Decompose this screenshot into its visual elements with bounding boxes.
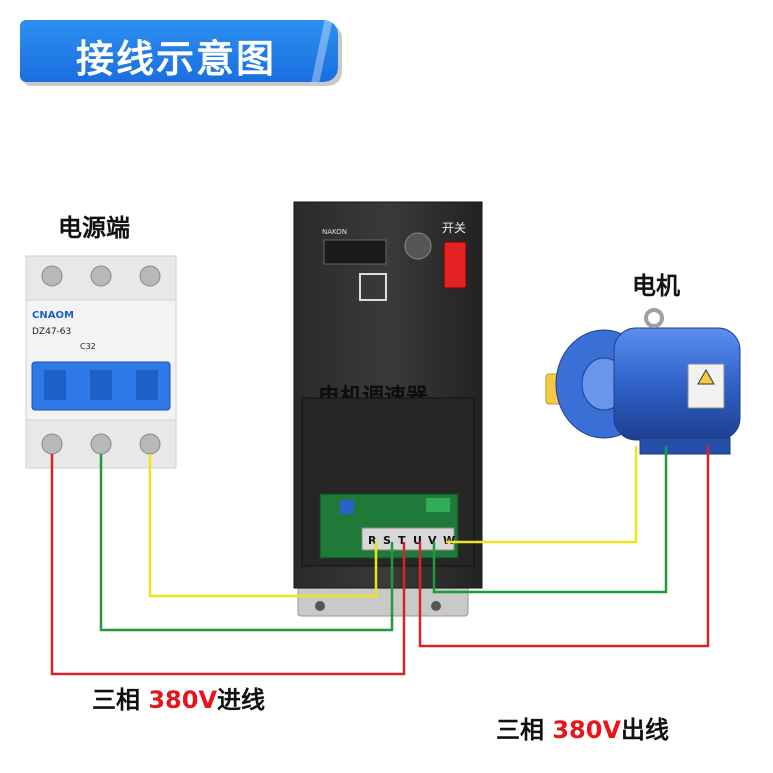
breaker-rating: C32 bbox=[80, 342, 96, 351]
terminal-t: T bbox=[398, 534, 406, 547]
input-caption: 三相 380V进线 bbox=[92, 680, 265, 715]
breaker-model: DZ47-63 bbox=[32, 327, 71, 337]
bracket-hole-left bbox=[315, 601, 325, 611]
circuit-breaker: CNAOM DZ47-63 C32 bbox=[25, 255, 177, 469]
speed-knob bbox=[404, 232, 432, 260]
breaker-bottom-screw-1 bbox=[41, 433, 63, 455]
electric-motor bbox=[545, 308, 741, 455]
power-switch bbox=[443, 241, 467, 289]
bracket-hole-right bbox=[431, 601, 441, 611]
power-source-label: 电源端 bbox=[58, 214, 130, 242]
input-caption-prefix: 三相 bbox=[92, 686, 149, 714]
motor-lifting-eye bbox=[644, 308, 664, 328]
digital-display bbox=[323, 239, 387, 265]
warning-icon bbox=[697, 368, 715, 385]
terminal-strip bbox=[361, 527, 455, 551]
output-wires bbox=[418, 446, 710, 648]
breaker-top-screw-1 bbox=[41, 265, 63, 287]
input-wires bbox=[50, 454, 406, 676]
breaker-handle-3 bbox=[136, 370, 158, 400]
output-caption: 三相 380V出线 bbox=[496, 710, 669, 745]
breaker-handle-1 bbox=[44, 370, 66, 400]
switch-label: 开关 bbox=[442, 221, 466, 235]
output-wire-green bbox=[432, 446, 668, 594]
terminal-v: V bbox=[428, 534, 437, 547]
motor-base bbox=[639, 437, 731, 455]
output-wire-red bbox=[418, 446, 710, 648]
output-caption-prefix: 三相 bbox=[496, 716, 553, 744]
controller-brand: NAKON bbox=[322, 228, 347, 236]
input-caption-suffix: 进线 bbox=[217, 686, 266, 714]
terminal-r: R bbox=[368, 534, 377, 547]
page-title: 接线示意图 bbox=[76, 37, 277, 81]
input-wire-green bbox=[99, 454, 394, 632]
input-caption-voltage: 380V bbox=[148, 686, 218, 714]
breaker-handle-2 bbox=[90, 370, 112, 400]
breaker-brand: CNAOM bbox=[32, 310, 74, 321]
breaker-bottom-screw-2 bbox=[90, 433, 112, 455]
terminal-s: S bbox=[383, 534, 391, 547]
input-wire-red bbox=[50, 454, 406, 676]
output-caption-suffix: 出线 bbox=[621, 716, 670, 744]
output-caption-voltage: 380V bbox=[552, 716, 622, 744]
breaker-bottom-screw-3 bbox=[139, 433, 161, 455]
output-wire-yellow bbox=[446, 446, 638, 544]
pcb-connector bbox=[426, 498, 450, 512]
terminal-w: W bbox=[443, 534, 455, 547]
terminal-u: U bbox=[413, 534, 422, 547]
input-wire-yellow bbox=[148, 454, 378, 598]
motor-label: 电机 bbox=[632, 272, 680, 300]
terminal-block bbox=[361, 527, 455, 551]
title-banner: 接线示意图 bbox=[20, 20, 338, 82]
pcb-capacitor bbox=[340, 500, 354, 514]
breaker-top-screw-2 bbox=[90, 265, 112, 287]
breaker-top-screw-3 bbox=[139, 265, 161, 287]
controller-logo bbox=[359, 273, 387, 301]
